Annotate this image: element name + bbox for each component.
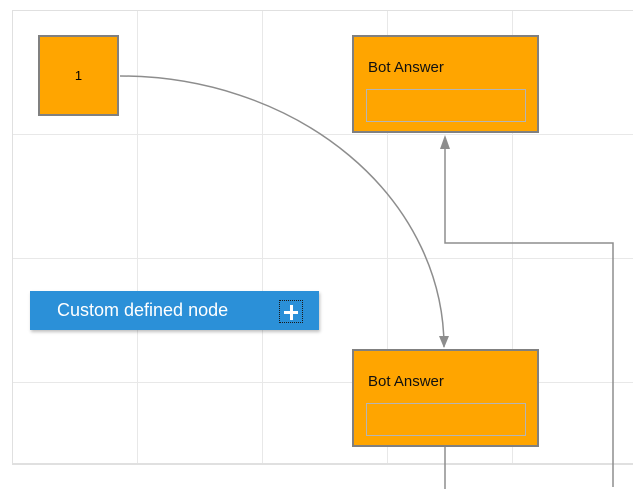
node-1-label: 1 [74, 68, 83, 83]
bot-answer-bottom-title: Bot Answer [368, 373, 444, 390]
curve-connector-arrowhead [439, 336, 449, 348]
plus-icon-vertical-bar [290, 305, 293, 320]
bot-answer-top-title: Bot Answer [368, 59, 444, 76]
curve-connector[interactable] [119, 75, 445, 348]
node-1[interactable]: 1 [38, 35, 119, 116]
elbow-connector-arrowhead [440, 135, 450, 149]
custom-defined-node-button[interactable]: Custom defined node [30, 291, 319, 330]
elbow-connector[interactable] [444, 149, 614, 487]
bot-answer-node-bottom[interactable]: Bot Answer [352, 349, 539, 447]
plus-icon[interactable] [279, 300, 303, 323]
bot-answer-top-textbox[interactable] [366, 89, 526, 122]
custom-defined-node-label: Custom defined node [57, 300, 229, 320]
bot-answer-node-top[interactable]: Bot Answer [352, 35, 539, 133]
bot-answer-bottom-textbox[interactable] [366, 403, 526, 436]
